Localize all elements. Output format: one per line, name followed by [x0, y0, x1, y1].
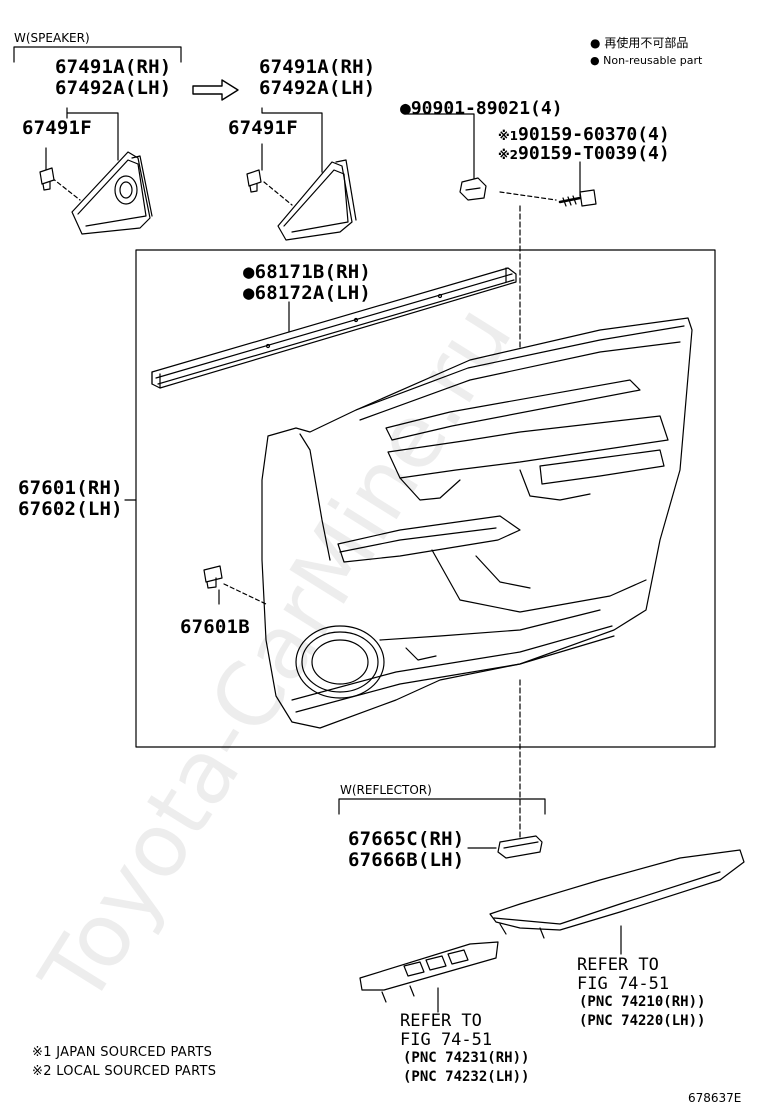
legend-jp-text: 再使用不可部品 — [604, 36, 689, 50]
speaker-left-clip[interactable]: 67491F — [22, 117, 92, 139]
reflector-lh[interactable]: 67666B(LH) — [348, 849, 465, 871]
bullet-icon: ● — [590, 36, 601, 50]
weatherstrip — [151, 267, 517, 389]
armrest-fig[interactable]: FIG 74-51 — [577, 974, 670, 994]
speaker-left-lh[interactable]: 67492A(LH) — [55, 77, 172, 99]
switch-refer: REFER TO — [400, 1011, 482, 1031]
bullet-icon: ● — [243, 261, 255, 283]
reflector-bracket — [338, 798, 546, 815]
speaker-right-rh[interactable]: 67491A(RH) — [259, 56, 376, 78]
japan-mark: ※1 — [498, 129, 519, 143]
legend-en-text: Non-reusable part — [603, 54, 703, 67]
screw — [558, 189, 597, 207]
weatherstrip-rh[interactable]: ●68171B(RH) — [243, 263, 371, 282]
door-panel-clip[interactable]: 67601B — [180, 616, 250, 638]
armrest-pnc-rh: (PNC 74210(RH)) — [579, 994, 706, 1010]
footnote-local: ※2 LOCAL SOURCED PARTS — [32, 1064, 217, 1079]
armrest-refer: REFER TO — [577, 955, 659, 975]
left-clip — [39, 167, 55, 191]
speaker-left-rh[interactable]: 67491A(RH) — [55, 56, 172, 78]
bullet-icon: ● — [400, 98, 411, 119]
legend-en: ● Non-reusable part — [590, 55, 702, 66]
leader-right-cover — [261, 107, 323, 173]
door-panel-lh[interactable]: 67602(LH) — [18, 498, 123, 520]
speaker-right-clip[interactable]: 67491F — [228, 117, 298, 139]
reflector-condition: W(REFLECTOR) — [340, 783, 432, 797]
switch-pnc-lh: (PNC 74232(LH)) — [403, 1069, 530, 1085]
weatherstrip-lh[interactable]: ●68172A(LH) — [243, 284, 371, 303]
speaker-condition: W(SPEAKER) — [14, 31, 90, 45]
armrest-pnc-lh: (PNC 74220(LH)) — [579, 1013, 706, 1029]
footnote-japan: ※1 JAPAN SOURCED PARTS — [32, 1045, 213, 1060]
clip-90901-text: 90901-89021(4) — [410, 98, 563, 119]
door-panel-frame — [135, 249, 716, 748]
legend-jp: ● 再使用不可部品 — [590, 37, 688, 49]
speaker-bracket — [13, 46, 182, 63]
right-speaker-cover — [277, 159, 357, 241]
door-clip-90901 — [459, 177, 487, 201]
armrest-trim — [489, 849, 745, 939]
panel-clip — [203, 565, 223, 589]
switch-pnc-rh: (PNC 74231(RH)) — [403, 1050, 530, 1066]
leader-clip-90901 — [406, 113, 475, 181]
switch-fig[interactable]: FIG 74-51 — [400, 1030, 493, 1050]
clip-90901[interactable]: ●90901-89021(4) — [400, 100, 563, 118]
figure-id: 678637E — [688, 1091, 742, 1105]
speaker-right-lh[interactable]: 67492A(LH) — [259, 77, 376, 99]
screw-local-text: 90159-T0039(4) — [518, 143, 670, 164]
left-speaker-cover — [71, 151, 153, 235]
weatherstrip-lh-text: 68172A(LH) — [254, 282, 372, 304]
weatherstrip-rh-text: 68171B(RH) — [254, 261, 372, 283]
bullet-icon: ● — [590, 54, 600, 67]
reflector-rh[interactable]: 67665C(RH) — [348, 828, 465, 850]
local-mark: ※2 — [498, 148, 519, 162]
door-trim-panel — [261, 317, 693, 729]
screw-japan[interactable]: ※190159-60370(4) — [498, 126, 670, 144]
bullet-icon: ● — [243, 282, 255, 304]
switch-base — [359, 941, 499, 1003]
reflector — [497, 835, 543, 859]
transition-arrow — [192, 79, 239, 101]
door-panel-rh[interactable]: 67601(RH) — [18, 477, 123, 499]
screw-japan-text: 90159-60370(4) — [518, 124, 670, 145]
screw-local[interactable]: ※290159-T0039(4) — [498, 145, 670, 163]
right-clip — [246, 169, 262, 193]
